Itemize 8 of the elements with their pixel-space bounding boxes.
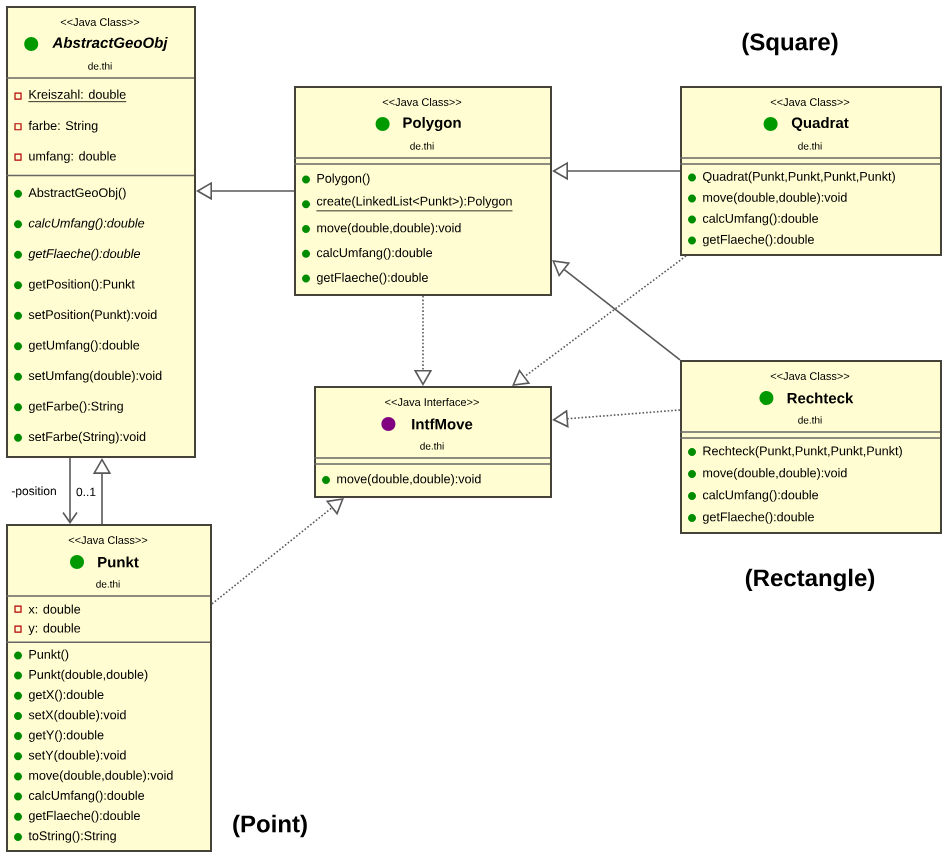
arrow [211,498,344,605]
annotation-text: (Square) [742,32,838,56]
arrow [512,255,687,386]
arrow [552,409,681,428]
annotation-text: (Point) [233,814,307,838]
arrow [62,457,78,524]
arrow [552,260,681,361]
annotation-text: (Rectangle) [745,568,875,592]
